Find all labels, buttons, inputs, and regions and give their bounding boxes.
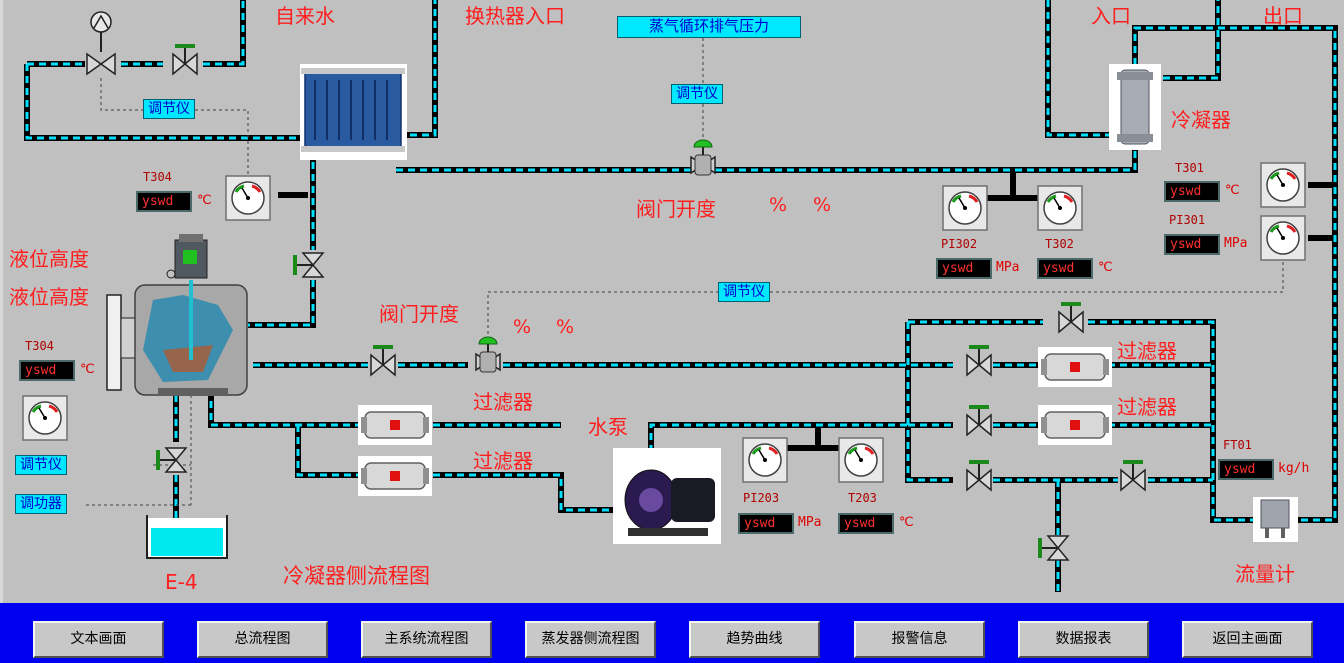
gauge-icon <box>1259 161 1307 209</box>
instrument-display: yswd <box>1037 258 1093 279</box>
nav-button-return-main[interactable]: 返回主画面 <box>1182 621 1313 658</box>
filter-icon <box>1037 404 1113 446</box>
instrument-display: yswd <box>936 258 992 279</box>
condenser-icon <box>1109 64 1161 150</box>
valve-icon[interactable] <box>370 344 396 376</box>
instrument-tag: T301 <box>1175 161 1204 175</box>
steam-pressure-box[interactable]: 蒸气循环排气压力 <box>617 16 801 38</box>
unit-label: ℃ <box>1225 183 1240 198</box>
heat-exchanger-icon <box>300 64 407 160</box>
tank-label: E-4 <box>165 570 198 594</box>
controller-box[interactable]: 调节仪 <box>718 282 770 302</box>
motor-valve-icon[interactable] <box>86 11 116 76</box>
power-controller-box[interactable]: 调功器 <box>15 494 67 514</box>
valve-opening-label: 阀门开度 <box>379 302 459 326</box>
pump-icon <box>613 448 721 544</box>
nav-button-evaporator-flow[interactable]: 蒸发器侧流程图 <box>525 621 656 658</box>
valve-icon[interactable] <box>966 344 992 376</box>
gauge-icon <box>1036 184 1084 232</box>
pipe-network <box>21 0 1338 592</box>
filter-label: 过滤器 <box>1117 395 1177 419</box>
control-valve-icon[interactable] <box>475 336 501 373</box>
instrument-tag: PI203 <box>743 491 780 505</box>
pump-label: 水泵 <box>588 415 628 439</box>
valve-icon[interactable] <box>966 404 992 436</box>
nav-button-overall-flow[interactable]: 总流程图 <box>197 621 328 658</box>
level-label: 液位高度 <box>9 285 89 309</box>
gauge-icon <box>741 436 789 484</box>
level-label: 液位高度 <box>9 247 89 271</box>
unit-label: ℃ <box>1098 260 1113 275</box>
filter-icon <box>357 455 433 497</box>
valve-icon[interactable] <box>155 447 187 473</box>
reactor-vessel-icon <box>106 234 248 396</box>
instrument-display: yswd <box>19 360 75 381</box>
instrument-display: yswd <box>738 513 794 534</box>
outlet-label: 出口 <box>1263 4 1303 28</box>
tap-water-label: 自来水 <box>275 4 335 28</box>
percent-label: % <box>513 316 532 338</box>
process-canvas: 自来水 换热器入口 入口 出口 冷凝器 液位高度 液位高度 阀门开度 % % 阀… <box>0 0 1338 603</box>
unit-label: MPa <box>798 515 822 530</box>
filter-label: 过滤器 <box>473 449 533 473</box>
instrument-display: yswd <box>1164 234 1220 255</box>
gauge-icon <box>941 184 989 232</box>
instrument-tag: PI302 <box>941 237 978 251</box>
unit-label: ℃ <box>197 193 212 208</box>
gauge-icon <box>224 174 272 222</box>
gauge-icon <box>1259 214 1307 262</box>
nav-button-main-system-flow[interactable]: 主系统流程图 <box>361 621 492 658</box>
nav-button-alarm-info[interactable]: 报警信息 <box>854 621 985 658</box>
gauge-icon <box>21 394 69 442</box>
instrument-display: yswd <box>1164 181 1220 202</box>
instrument-tag: T302 <box>1045 237 1074 251</box>
percent-label: % <box>556 316 575 338</box>
valve-icon[interactable] <box>172 43 198 75</box>
filter-icon <box>357 404 433 446</box>
valve-icon[interactable] <box>292 252 324 278</box>
instrument-display: yswd <box>1218 459 1274 480</box>
filter-icon <box>1037 346 1113 388</box>
nav-bar: 文本画面 总流程图 主系统流程图 蒸发器侧流程图 趋势曲线 报警信息 数据报表 … <box>0 603 1344 663</box>
hx-inlet-label: 换热器入口 <box>465 4 565 28</box>
control-valve-icon[interactable] <box>690 139 716 176</box>
inlet-label: 入口 <box>1091 4 1131 28</box>
controller-box[interactable]: 调节仪 <box>143 99 195 119</box>
instrument-display: yswd <box>136 191 192 212</box>
page-title: 冷凝器侧流程图 <box>283 564 430 588</box>
unit-label: MPa <box>1224 236 1248 251</box>
valve-icon[interactable] <box>1058 301 1084 333</box>
instrument-tag: FT01 <box>1223 438 1252 452</box>
valve-icon[interactable] <box>1037 535 1069 561</box>
percent-label: % <box>813 194 832 216</box>
valve-opening-label: 阀门开度 <box>636 197 716 221</box>
instrument-display: yswd <box>838 513 894 534</box>
controller-box[interactable]: 调节仪 <box>15 455 67 475</box>
unit-label: MPa <box>996 260 1020 275</box>
valve-icon[interactable] <box>1120 459 1146 491</box>
valve-icon[interactable] <box>966 459 992 491</box>
condenser-label: 冷凝器 <box>1171 108 1231 132</box>
nav-button-trend-curve[interactable]: 趋势曲线 <box>689 621 820 658</box>
gauge-icon <box>837 436 885 484</box>
percent-label: % <box>769 194 788 216</box>
tank-icon <box>146 515 228 559</box>
instrument-tag: T304 <box>25 339 54 353</box>
unit-label: kg/h <box>1278 461 1310 476</box>
filter-label: 过滤器 <box>1117 339 1177 363</box>
instrument-tag: T304 <box>143 170 172 184</box>
instrument-tag: T203 <box>848 491 877 505</box>
unit-label: ℃ <box>899 515 914 530</box>
filter-label: 过滤器 <box>473 390 533 414</box>
instrument-tag: PI301 <box>1169 213 1206 227</box>
nav-button-text-screen[interactable]: 文本画面 <box>33 621 164 658</box>
flowmeter-icon <box>1253 497 1298 542</box>
unit-label: ℃ <box>80 362 95 377</box>
nav-button-data-report[interactable]: 数据报表 <box>1018 621 1149 658</box>
controller-box[interactable]: 调节仪 <box>671 84 723 104</box>
flowmeter-label: 流量计 <box>1235 562 1295 586</box>
